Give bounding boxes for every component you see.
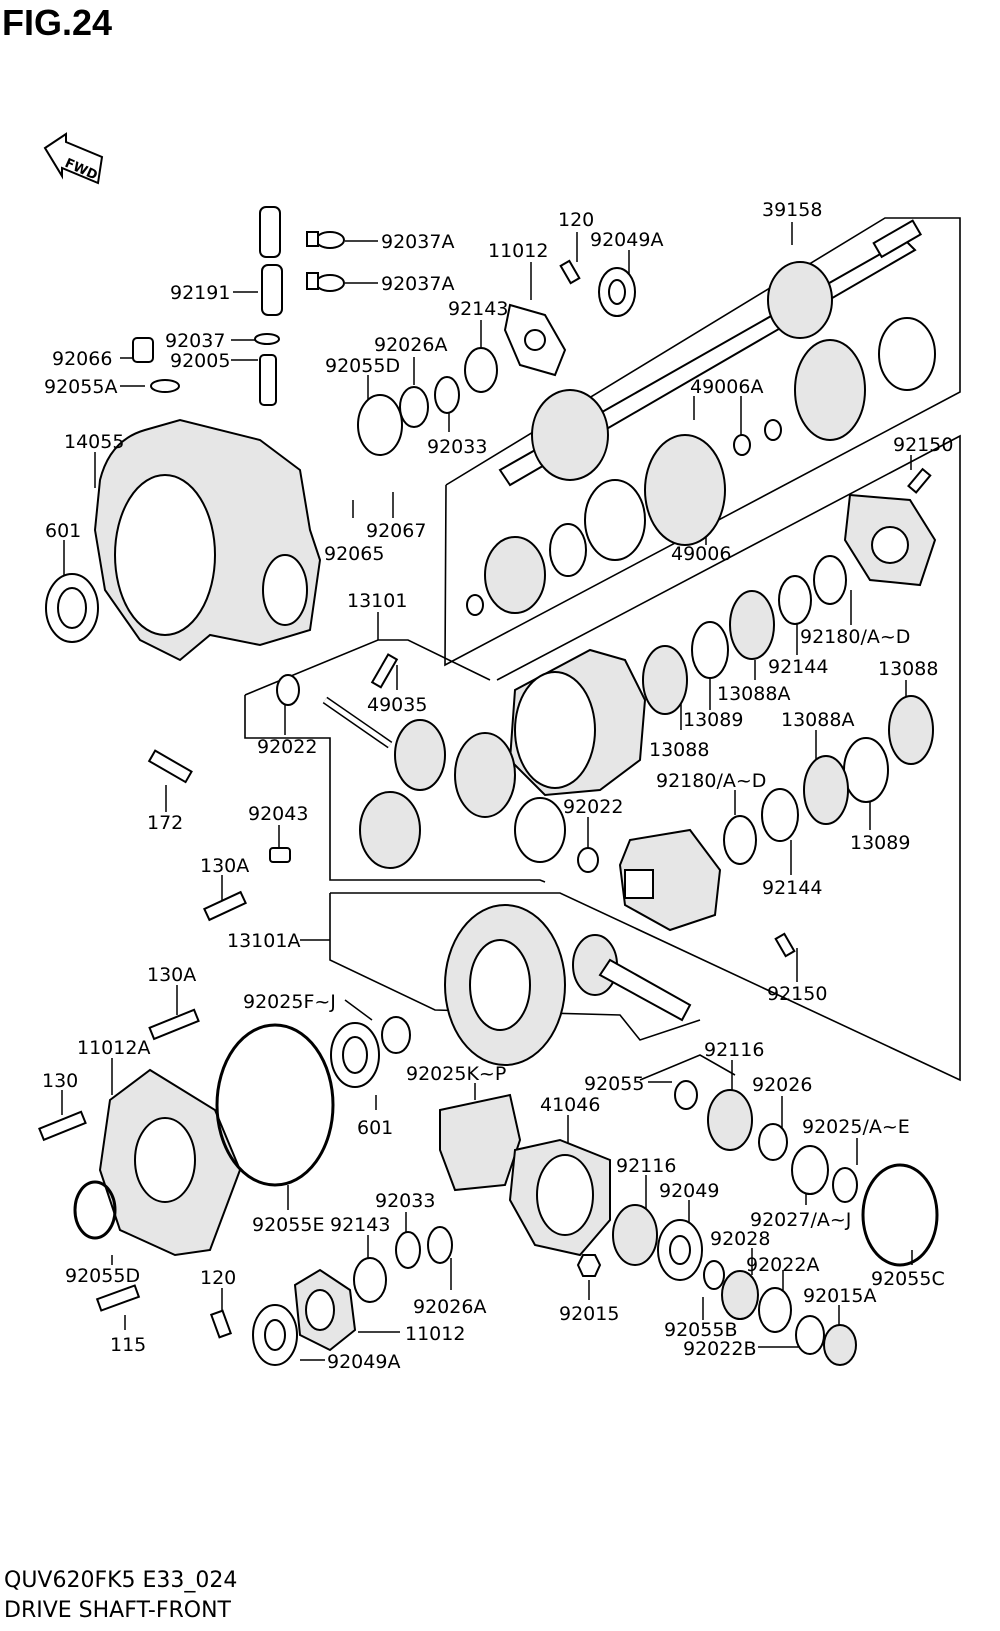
- part-label: 92066: [52, 348, 112, 370]
- part-label: 92180/A~D: [656, 770, 766, 792]
- part-label: 92049A: [327, 1351, 400, 1373]
- part-label: 92037A: [381, 273, 454, 295]
- part-label: 92025K~P: [406, 1063, 506, 1085]
- part-label: 92191: [170, 282, 230, 304]
- part-label: 92150: [767, 983, 827, 1005]
- part-label: 92055D: [65, 1265, 140, 1287]
- part-label: 11012A: [77, 1037, 150, 1059]
- part-label: 41046: [540, 1094, 600, 1116]
- part-label: 92022: [257, 736, 317, 758]
- part-label: 92005: [170, 350, 230, 372]
- part-label: 115: [110, 1334, 146, 1356]
- part-label: 92116: [616, 1155, 676, 1177]
- part-label: 92022B: [683, 1338, 756, 1360]
- part-label: 92055B: [664, 1319, 737, 1341]
- part-label: 11012: [405, 1323, 465, 1345]
- part-label: 92028: [710, 1228, 770, 1250]
- part-label: 92055D: [325, 355, 400, 377]
- part-label: 92025/A~E: [802, 1116, 910, 1138]
- part-label: 13088A: [717, 683, 790, 705]
- part-label: 92067: [366, 520, 426, 542]
- part-label: 130A: [200, 855, 249, 877]
- part-label: 92027/A~J: [750, 1209, 851, 1231]
- part-label: 92055: [584, 1073, 644, 1095]
- part-label: 130A: [147, 964, 196, 986]
- part-label: 92033: [427, 436, 487, 458]
- part-label: 92055A: [44, 376, 117, 398]
- fwd-arrow-icon: FWD: [43, 132, 104, 185]
- part-label: 92026A: [413, 1296, 486, 1318]
- part-label: 92055E: [252, 1214, 324, 1236]
- part-label: 92022: [563, 796, 623, 818]
- part-label: 120: [558, 209, 594, 231]
- part-label: 49006: [671, 543, 731, 565]
- part-label: 49035: [367, 694, 427, 716]
- part-label: 13088: [649, 739, 709, 761]
- part-shapes: [38, 206, 939, 1366]
- part-label: 13088: [878, 658, 938, 680]
- part-label: 92025F~J: [243, 991, 336, 1013]
- part-label: 92144: [768, 656, 828, 678]
- part-label: 92026: [752, 1074, 812, 1096]
- part-label: 13101A: [227, 930, 300, 952]
- part-label: 92143: [330, 1214, 390, 1236]
- part-label: 601: [45, 520, 81, 542]
- part-label: 92055C: [871, 1268, 945, 1290]
- part-label: 92015A: [803, 1285, 876, 1307]
- part-label: 92150: [893, 434, 953, 456]
- part-label: 92037A: [381, 231, 454, 253]
- part-label: 172: [147, 812, 183, 834]
- part-label: 92049: [659, 1180, 719, 1202]
- part-label: 92143: [448, 298, 508, 320]
- part-label: 13089: [683, 709, 743, 731]
- section-name: DRIVE SHAFT-FRONT: [4, 1598, 231, 1623]
- part-label: 92049A: [590, 229, 663, 251]
- model-code: QUV620FK5 E33_024: [4, 1568, 238, 1593]
- part-label: 11012: [488, 240, 548, 262]
- part-label: 92022A: [746, 1254, 819, 1276]
- part-label: 601: [357, 1117, 393, 1139]
- part-label: 49006A: [690, 376, 763, 398]
- part-label: 92043: [248, 803, 308, 825]
- part-label: 13088A: [781, 709, 854, 731]
- part-label: 92116: [704, 1039, 764, 1061]
- part-label: 92026A: [374, 334, 447, 356]
- callout-labels: 92037A 92037A 120 11012 92049A 39158 921…: [42, 199, 953, 1373]
- part-label: 13101: [347, 590, 407, 612]
- part-label: 92033: [375, 1190, 435, 1212]
- part-label: 13089: [850, 832, 910, 854]
- part-label: 92065: [324, 543, 384, 565]
- part-label: 92144: [762, 877, 822, 899]
- part-label: 120: [200, 1267, 236, 1289]
- part-label: 92037: [165, 330, 225, 352]
- part-label: 130: [42, 1070, 78, 1092]
- part-label: 14055: [64, 431, 124, 453]
- part-label: 92180/A~D: [800, 626, 910, 648]
- part-label: 39158: [762, 199, 822, 221]
- part-label: 92015: [559, 1303, 619, 1325]
- figure-title: FIG.24: [2, 2, 113, 43]
